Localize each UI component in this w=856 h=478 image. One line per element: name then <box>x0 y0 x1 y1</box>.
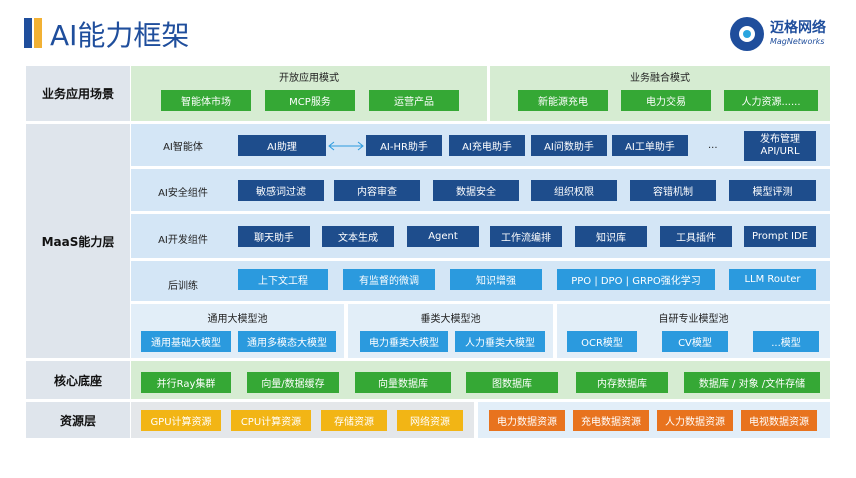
agent-box: AI充电助手 <box>449 135 525 156</box>
publish-line1: 发布管理 <box>760 134 800 145</box>
business-box: 智能体市场 <box>161 90 251 111</box>
layer-label-business: 业务应用场景 <box>26 66 130 121</box>
data-resource-box: 充电数据资源 <box>573 410 649 431</box>
posttrain-label: 后训练 <box>168 281 198 292</box>
dev-label: AI开发组件 <box>158 235 208 246</box>
data-resource-box: 电视数据资源 <box>741 410 817 431</box>
core-box: 向量/数据缓存 <box>247 372 339 393</box>
business-box: MCP服务 <box>265 90 355 111</box>
posttrain-box: 有监督的微调 <box>343 269 435 290</box>
core-box: 向量数据库 <box>355 372 451 393</box>
logo-cn-text: 迈格网络 <box>770 20 826 36</box>
compute-resource-box: 网络资源 <box>397 410 463 431</box>
dev-box: 聊天助手 <box>238 226 310 247</box>
publish-management-box: 发布管理 API/URL <box>744 131 816 161</box>
layer-label-resource: 资源层 <box>26 402 130 438</box>
data-resource-box: 人力数据资源 <box>657 410 733 431</box>
vertical-pool-title: 垂类大模型池 <box>420 314 481 325</box>
dev-box: 文本生成 <box>322 226 394 247</box>
custom-pool-title: 自研专业模型池 <box>658 314 729 325</box>
core-box: 数据库 / 对象 /文件存储 <box>684 372 820 393</box>
posttrain-box: 知识增强 <box>450 269 542 290</box>
agent-box: AI问数助手 <box>531 135 607 156</box>
custom-model-box: CV模型 <box>662 331 728 352</box>
posttrain-box: LLM Router <box>729 269 816 290</box>
security-box: 内容审查 <box>334 180 420 201</box>
security-box: 模型评测 <box>729 180 816 201</box>
vertical-model-box: 人力垂类大模型 <box>455 331 545 352</box>
core-box: 并行Ray集群 <box>141 372 231 393</box>
data-resource-box: 电力数据资源 <box>489 410 565 431</box>
agent-box: AI助理 <box>238 135 326 156</box>
agents-label: AI智能体 <box>163 142 203 153</box>
dev-box: Agent <box>407 226 479 247</box>
security-label: AI安全组件 <box>158 188 208 199</box>
open-app-title: 开放应用模式 <box>279 73 339 84</box>
security-box: 数据安全 <box>433 180 519 201</box>
posttrain-box: PPO | DPO | GRPO强化学习 <box>557 269 715 290</box>
dev-box: 工具插件 <box>660 226 732 247</box>
dev-box: 工作流编排 <box>490 226 562 247</box>
security-box: 容错机制 <box>630 180 716 201</box>
company-logo: 迈格网络 MagNetworks <box>730 17 840 51</box>
agents-ellipsis: ... <box>708 140 718 151</box>
page-title: AI能力框架 <box>50 19 190 52</box>
logo-en-text: MagNetworks <box>770 37 825 46</box>
security-box: 组织权限 <box>531 180 617 201</box>
agent-box: AI-HR助手 <box>366 135 442 156</box>
compute-resource-box: CPU计算资源 <box>231 410 311 431</box>
agent-box: AI工单助手 <box>612 135 688 156</box>
business-box: 运营产品 <box>369 90 459 111</box>
security-box: 敏感词过滤 <box>238 180 324 201</box>
dev-box: 知识库 <box>575 226 647 247</box>
business-box: 电力交易 <box>621 90 711 111</box>
custom-model-box: OCR模型 <box>567 331 637 352</box>
publish-line2: API/URL <box>760 146 800 157</box>
custom-model-box: ...模型 <box>753 331 819 352</box>
dev-box: Prompt IDE <box>744 226 816 247</box>
fusion-title: 业务融合模式 <box>630 73 690 84</box>
title-accent-blue <box>24 18 32 48</box>
title-accent-yellow <box>34 18 42 48</box>
core-box: 图数据库 <box>466 372 558 393</box>
compute-resource-box: GPU计算资源 <box>141 410 221 431</box>
logo-icon <box>730 17 764 51</box>
general-model-box: 通用多模态大模型 <box>238 331 336 352</box>
vertical-model-box: 电力垂类大模型 <box>360 331 448 352</box>
business-box: 人力资源...... <box>724 90 818 111</box>
compute-resource-box: 存储资源 <box>321 410 387 431</box>
general-pool-title: 通用大模型池 <box>207 314 268 325</box>
general-model-box: 通用基础大模型 <box>141 331 231 352</box>
core-box: 内存数据库 <box>576 372 668 393</box>
business-box: 新能源充电 <box>518 90 608 111</box>
posttrain-box: 上下文工程 <box>238 269 328 290</box>
layer-label-core: 核心底座 <box>26 361 130 399</box>
layer-label-maas: MaaS能力层 <box>26 124 130 358</box>
bidirectional-arrow-icon <box>328 141 364 151</box>
